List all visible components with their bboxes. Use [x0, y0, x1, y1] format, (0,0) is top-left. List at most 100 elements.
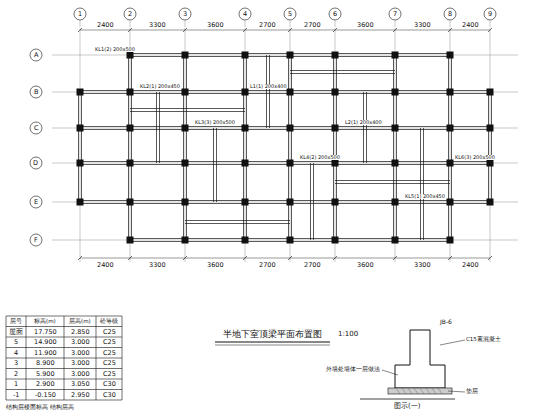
- table-rule: [96, 316, 97, 400]
- hatch: [414, 388, 418, 394]
- beam-line: [291, 55, 292, 240]
- beam-label: KL4(2) 200x500: [300, 155, 340, 160]
- grid-line: [335, 28, 336, 262]
- beam-line: [396, 55, 397, 240]
- dimension-tick: [448, 28, 452, 32]
- dimension: 2400: [462, 22, 479, 29]
- hatch: [420, 388, 424, 394]
- axis-leader: [395, 20, 396, 27]
- dimension: 2400: [97, 262, 114, 269]
- dimension: 3600: [207, 262, 224, 269]
- grid-line: [185, 28, 186, 262]
- table-cell: C30: [103, 381, 116, 388]
- dimension-tick: [288, 256, 292, 260]
- table-cell: 2.850: [71, 329, 90, 336]
- dimension: 3300: [414, 262, 431, 269]
- table-note: 结构层楼面标高 结构层高: [6, 405, 74, 411]
- scale-note: 1:100: [338, 331, 358, 338]
- dimension-tick: [333, 28, 337, 32]
- table-cell: 2: [14, 371, 18, 378]
- axis-leader: [185, 20, 186, 27]
- beam-line: [423, 128, 424, 240]
- beam-line: [80, 126, 490, 127]
- column: [447, 89, 454, 96]
- column: [242, 125, 249, 132]
- beam-label: KL1(2) 200x500: [95, 47, 135, 52]
- dimension: 2700: [259, 22, 276, 29]
- detail-note: 外墙处墙体一层做法: [326, 367, 380, 373]
- dimension-tick: [288, 28, 292, 32]
- dimension: 2400: [97, 22, 114, 29]
- axis-number: 3: [183, 11, 187, 18]
- axis-leader: [335, 20, 336, 27]
- column: [127, 199, 134, 206]
- axis-bubble: [30, 157, 42, 169]
- axis-bubble: [30, 49, 42, 61]
- dimension-tick: [243, 28, 247, 32]
- axis-number: 2: [128, 11, 132, 18]
- axis-leader: [490, 20, 491, 27]
- column: [447, 52, 454, 59]
- beam-line: [246, 55, 247, 240]
- beam-line: [313, 163, 314, 240]
- axis-letter: D: [33, 160, 38, 167]
- table-cell: 2.950: [71, 392, 90, 399]
- beam-line: [288, 55, 289, 240]
- column: [242, 89, 249, 96]
- axis-bubble: [124, 8, 136, 20]
- axis-bubble: [389, 8, 401, 20]
- dimension-tick: [128, 28, 132, 32]
- beam-line: [336, 55, 337, 240]
- axis-number: 5: [288, 11, 292, 18]
- column: [182, 199, 189, 206]
- drawing-title: 半地下室顶梁平面布置图: [223, 330, 322, 339]
- beam-line: [290, 70, 395, 71]
- dimension-tick: [488, 28, 492, 32]
- table-rule: [6, 316, 7, 400]
- beam-line: [80, 161, 490, 162]
- grid-line: [290, 28, 291, 262]
- table-rule: [122, 316, 123, 400]
- column: [287, 199, 294, 206]
- column: [447, 125, 454, 132]
- beam-line: [80, 90, 490, 91]
- beam-line: [420, 128, 421, 240]
- beam-label: KL6(3) 200x500: [455, 155, 495, 160]
- beam-line: [269, 55, 270, 128]
- axis-number: 9: [488, 11, 492, 18]
- leader-line: [382, 370, 398, 375]
- dimension-tick: [128, 256, 132, 260]
- title-underline: [215, 341, 330, 342]
- beam-line: [448, 55, 449, 240]
- beam-line: [159, 92, 160, 163]
- beam-line: [156, 92, 157, 163]
- axis-number: 4: [243, 11, 247, 18]
- axis-leader: [290, 20, 291, 27]
- dimension: 2700: [259, 262, 276, 269]
- hatch: [438, 388, 442, 394]
- beam-line: [451, 55, 452, 240]
- table-cell: 4: [14, 350, 18, 357]
- leader-line: [440, 340, 465, 345]
- beam-line: [185, 223, 290, 224]
- table-cell: 3.000: [71, 339, 90, 346]
- beam-line: [335, 180, 450, 181]
- column: [392, 160, 399, 167]
- column: [332, 237, 339, 244]
- axis-bubble: [74, 8, 86, 20]
- column: [127, 160, 134, 167]
- beam-line: [78, 92, 79, 202]
- column: [127, 237, 134, 244]
- leader-line: [448, 391, 465, 392]
- column: [487, 199, 494, 206]
- beam-line: [80, 164, 490, 165]
- beam-line: [183, 55, 184, 240]
- beam-label: KL2(1) 200x450: [140, 84, 180, 89]
- table-cell: 标高(m): [34, 319, 56, 325]
- table-cell: C25: [103, 371, 116, 378]
- axis-bubble: [284, 8, 296, 20]
- table-cell: 1: [14, 381, 18, 388]
- dimension-line: [80, 30, 490, 31]
- dimension: 3300: [414, 22, 431, 29]
- beam-label: KL3(3) 200x500: [195, 120, 235, 125]
